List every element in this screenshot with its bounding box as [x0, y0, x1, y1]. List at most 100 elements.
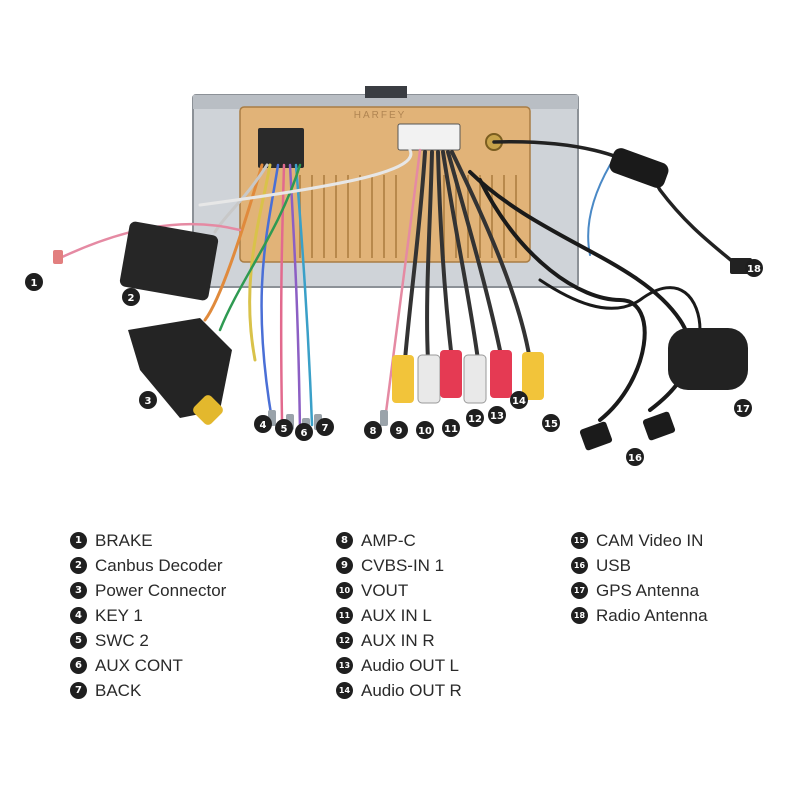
- legend-label: CVBS-IN 1: [361, 555, 445, 575]
- svg-text:13: 13: [490, 411, 504, 422]
- legend-label: Power Connector: [95, 580, 227, 600]
- legend-label: GPS Antenna: [596, 580, 700, 600]
- legend-item: 11 AUX IN L: [336, 603, 462, 628]
- legend-number: 17: [571, 582, 588, 599]
- legend-item: 9 CVBS-IN 1: [336, 553, 462, 578]
- chassis-clip: [365, 86, 407, 98]
- legend-number: 1: [70, 532, 87, 549]
- legend-label: Audio OUT R: [361, 680, 462, 700]
- svg-text:10: 10: [418, 426, 432, 437]
- legend-item: 5 SWC 2: [70, 628, 226, 653]
- legend-label: BACK: [95, 680, 142, 700]
- legend-number: 2: [70, 557, 87, 574]
- antenna-filter: [609, 148, 669, 188]
- legend-label: SWC 2: [95, 630, 149, 650]
- callout-1: 1: [25, 273, 43, 291]
- legend-label: AUX IN R: [361, 630, 435, 650]
- legend-number: 18: [571, 607, 588, 624]
- brand-mark: HARFEY: [354, 110, 407, 121]
- usb-plug-2: [642, 411, 676, 441]
- power-connector: [128, 318, 232, 418]
- legend-col-2: 8 AMP-C 9 CVBS-IN 1 10 VOUT 11 AUX IN L 12 AU…: [336, 528, 462, 703]
- callout-9: 9: [390, 421, 408, 439]
- legend-number: 16: [571, 557, 588, 574]
- svg-text:18: 18: [747, 264, 761, 275]
- wiring-diagram: HARFEY: [25, 86, 763, 466]
- callout-2: 2: [122, 288, 140, 306]
- legend-item: 2 Canbus Decoder: [70, 553, 226, 578]
- canbus-decoder-box: [119, 221, 219, 301]
- legend-number: 9: [336, 557, 353, 574]
- callout-12: 12: [466, 409, 484, 427]
- callout-6: 6: [295, 423, 313, 441]
- svg-text:8: 8: [370, 426, 377, 437]
- svg-text:1: 1: [31, 278, 38, 289]
- legend-item: 7 BACK: [70, 678, 226, 703]
- legend-label: KEY 1: [95, 605, 143, 625]
- legend-item: 10 VOUT: [336, 578, 462, 603]
- legend-number: 11: [336, 607, 353, 624]
- callouts: 1 2 3 4 5 6 7 8 9 10 11 12 13 14 15 16 1…: [25, 259, 763, 466]
- svg-text:15: 15: [544, 419, 558, 430]
- callout-15: 15: [542, 414, 560, 432]
- main-harness-port: [258, 128, 304, 168]
- svg-text:16: 16: [628, 453, 642, 464]
- svg-text:5: 5: [281, 424, 288, 435]
- legend-label: USB: [596, 555, 631, 575]
- legend-number: 3: [70, 582, 87, 599]
- legend-item: 14 Audio OUT R: [336, 678, 462, 703]
- legend-item: 16 USB: [571, 553, 708, 578]
- legend-number: 14: [336, 682, 353, 699]
- legend-label: Radio Antenna: [596, 605, 708, 625]
- legend-label: AMP-C: [361, 530, 416, 550]
- callout-16: 16: [626, 448, 644, 466]
- legend-label: AUX IN L: [361, 605, 432, 625]
- callout-3: 3: [139, 391, 157, 409]
- svg-text:2: 2: [128, 293, 135, 304]
- legend-number: 12: [336, 632, 353, 649]
- legend-number: 10: [336, 582, 353, 599]
- legend-label: BRAKE: [95, 530, 153, 550]
- svg-text:17: 17: [736, 404, 750, 415]
- svg-text:9: 9: [396, 426, 403, 437]
- legend-number: 13: [336, 657, 353, 674]
- chassis-top-rail: [193, 95, 578, 109]
- svg-text:6: 6: [301, 428, 308, 439]
- legend-item: 8 AMP-C: [336, 528, 462, 553]
- callout-5: 5: [275, 419, 293, 437]
- rca-plug-back: [193, 395, 223, 425]
- callout-8: 8: [364, 421, 382, 439]
- callout-10: 10: [416, 421, 434, 439]
- svg-text:3: 3: [145, 396, 152, 407]
- callout-4: 4: [254, 415, 272, 433]
- legend-label: AUX CONT: [95, 655, 183, 675]
- callout-17: 17: [734, 399, 752, 417]
- heatsink-fins: [299, 175, 517, 258]
- legend-number: 5: [70, 632, 87, 649]
- gps-antenna-puck: [668, 328, 748, 390]
- legend-item: 18 Radio Antenna: [571, 603, 708, 628]
- callout-11: 11: [442, 419, 460, 437]
- legend-number: 7: [70, 682, 87, 699]
- legend-label: VOUT: [361, 580, 409, 600]
- svg-text:7: 7: [322, 423, 329, 434]
- legend-item: 12 AUX IN R: [336, 628, 462, 653]
- callout-14: 14: [510, 391, 528, 409]
- legend-label: CAM Video IN: [596, 530, 704, 550]
- svg-text:14: 14: [512, 396, 526, 407]
- legend-item: 3 Power Connector: [70, 578, 226, 603]
- legend-item: 17 GPS Antenna: [571, 578, 708, 603]
- callout-13: 13: [488, 406, 506, 424]
- rca-plugs: [392, 350, 544, 404]
- callout-7: 7: [316, 418, 334, 436]
- legend-number: 4: [70, 607, 87, 624]
- legend-number: 8: [336, 532, 353, 549]
- legend-label: Canbus Decoder: [95, 555, 223, 575]
- legend-item: 4 KEY 1: [70, 603, 226, 628]
- usb-plug-1: [579, 421, 613, 451]
